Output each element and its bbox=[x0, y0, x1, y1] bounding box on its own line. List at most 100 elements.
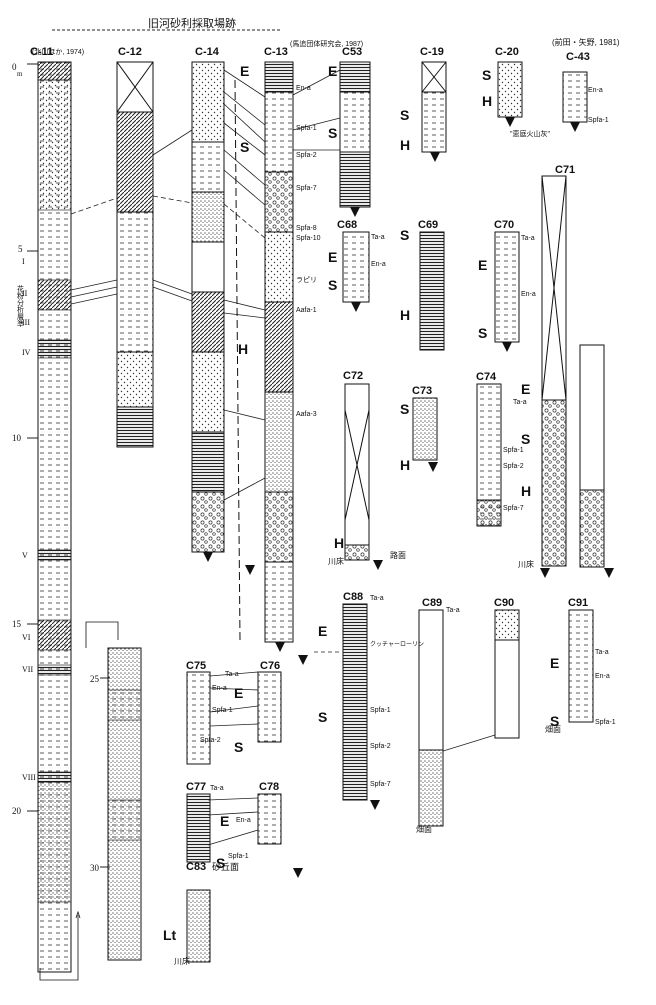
column-c72 bbox=[344, 383, 370, 561]
title-c78: C78 bbox=[259, 781, 279, 793]
tephra-en-a-c75: En-a bbox=[212, 685, 227, 692]
tephra-en-a-c13: En-a bbox=[296, 85, 311, 92]
unit-e-c88: E bbox=[318, 623, 327, 639]
tephra-aafa-3-c13: Aafa-3 bbox=[296, 411, 317, 418]
roman-7: VII bbox=[22, 665, 33, 674]
title-c43: C-43 bbox=[566, 51, 590, 63]
column-c53 bbox=[339, 61, 371, 217]
roman-2: II bbox=[22, 289, 28, 298]
header-note: 旧河砂利採取場跡 bbox=[148, 16, 236, 30]
depth-tick-10: 10 bbox=[12, 433, 22, 443]
column-c91 bbox=[568, 609, 594, 723]
unit-h-c19: H bbox=[400, 137, 410, 153]
tephra-ta-a-c75: Ta-a bbox=[225, 671, 239, 678]
unit-h-c69: H bbox=[400, 307, 410, 323]
tephra-ta-a-c68: Ta-a bbox=[371, 234, 385, 241]
column-c71 bbox=[541, 175, 605, 568]
column-c77 bbox=[186, 793, 211, 863]
tephra-spfa-1-c91: Spfa-1 bbox=[595, 719, 616, 726]
tephra-spfa-2-c74: Spfa-2 bbox=[503, 463, 524, 470]
column-c69 bbox=[419, 231, 445, 351]
tephra-spfa-2-c88: Spfa-2 bbox=[370, 743, 391, 750]
unit-s-c91: S bbox=[550, 713, 559, 729]
ground-field-c91: 畑面 bbox=[545, 725, 561, 734]
unit-letters: E S H E S S H S H E S S H E S S H H E S … bbox=[163, 63, 559, 943]
tephra-spfa-1-c74: Spfa-1 bbox=[503, 447, 524, 454]
tephra-spfa-7-c88: Spfa-7 bbox=[370, 781, 391, 788]
unit-s-c14: S bbox=[240, 139, 249, 155]
ground-labels: 川床 川床 川床 路面 畑面 畑面 bbox=[174, 550, 561, 966]
tephra-spfa-1-c88: Spfa-1 bbox=[370, 707, 391, 714]
unit-e-c71: E bbox=[521, 381, 530, 397]
title-c77: C77 bbox=[186, 781, 206, 793]
title-c14: C-14 bbox=[195, 46, 220, 58]
title-c72: C72 bbox=[343, 370, 363, 382]
ground-river-bed-c83: 川床 bbox=[174, 956, 190, 966]
roman-3: III bbox=[22, 318, 30, 327]
title-c75: C75 bbox=[186, 660, 206, 672]
tephra-eniwa: "恵庭火山灰" bbox=[510, 129, 550, 138]
title-c89: C89 bbox=[422, 597, 442, 609]
tephra-aafa-1-c13: Aafa-1 bbox=[296, 307, 317, 314]
title-c20: C-20 bbox=[495, 46, 519, 58]
tephra-ta-a-c77: Ta-a bbox=[210, 785, 224, 792]
column-c11-continued bbox=[107, 647, 142, 961]
unit-e-c13: E bbox=[328, 63, 337, 79]
tephra-spfa-8-c13: Spfa-8 bbox=[296, 225, 317, 232]
title-c91: C91 bbox=[568, 597, 588, 609]
column-c14 bbox=[191, 61, 225, 562]
c83-note: 砂丘面 bbox=[212, 861, 239, 872]
column-c73 bbox=[412, 397, 438, 461]
source-right: (前田・矢野, 1981) bbox=[552, 37, 620, 47]
correlation-lines bbox=[70, 69, 496, 846]
tephra-spfa-2-c13: Spfa-2 bbox=[296, 152, 317, 159]
column-c90 bbox=[494, 609, 520, 739]
depth-tick-5: 5 bbox=[18, 244, 23, 254]
depth-tick-15: 15 bbox=[12, 619, 22, 629]
unit-e-c91: E bbox=[550, 655, 559, 671]
unit-h-c72: H bbox=[334, 535, 344, 551]
unit-e-c75: E bbox=[234, 685, 243, 701]
depth-unit: m bbox=[17, 70, 23, 78]
tephra-spfa-2-c75: Spfa-2 bbox=[200, 737, 221, 744]
unit-s-c77: S bbox=[216, 855, 225, 871]
unit-s-c69: S bbox=[400, 227, 409, 243]
tephra-en-a-c91: En-a bbox=[595, 673, 610, 680]
ground-river-bed-c72: 川床 bbox=[328, 556, 344, 566]
column-c74 bbox=[476, 383, 502, 527]
roman-6: VI bbox=[22, 633, 31, 642]
unit-s-c71: S bbox=[521, 431, 530, 447]
depth-tick-20: 20 bbox=[12, 806, 22, 816]
source-mid: (馬追団体研究会, 1987) bbox=[290, 39, 363, 48]
unit-e-c14: E bbox=[240, 63, 249, 79]
ground-field-c89: 畑面 bbox=[416, 825, 432, 834]
tephra-en-a-c68: En-a bbox=[371, 261, 386, 268]
title-c53: C53 bbox=[342, 46, 362, 58]
column-c75 bbox=[186, 671, 211, 765]
column-c70 bbox=[494, 231, 520, 352]
unit-h-c14: H bbox=[238, 341, 248, 357]
column-c76 bbox=[257, 671, 282, 743]
column-c13 bbox=[234, 61, 294, 652]
column-c12 bbox=[116, 61, 154, 448]
title-c73: C73 bbox=[412, 385, 432, 397]
unit-s-c73: S bbox=[400, 401, 409, 417]
ground-river-bed-c71: 川床 bbox=[518, 559, 534, 569]
depth-tick-0: 0 bbox=[12, 62, 17, 72]
pollen-horizon-markers: I II III IV V VI VII VIII 花粉分析層準 bbox=[17, 257, 37, 782]
roman-4: IV bbox=[22, 348, 31, 357]
unit-s-c68: S bbox=[328, 277, 337, 293]
tephra-en-a-c70: En-a bbox=[521, 291, 536, 298]
tephra-spfa-1-c13: Spfa-1 bbox=[296, 125, 317, 132]
tephra-spfa-7-c74: Spfa-7 bbox=[503, 505, 524, 512]
tephra-spfa-1-c43: Spfa-1 bbox=[588, 117, 609, 124]
title-c76: C76 bbox=[260, 660, 280, 672]
column-c89 bbox=[418, 609, 444, 827]
title-c11: C-11 bbox=[30, 46, 53, 58]
tephra-spfa-10-c13: Spfa-10 bbox=[296, 235, 321, 242]
title-c88: C88 bbox=[343, 591, 363, 603]
tephra-ta-a-c88: Ta-a bbox=[370, 595, 384, 602]
unit-h-c73: H bbox=[400, 457, 410, 473]
unit-s-c88: S bbox=[318, 709, 327, 725]
